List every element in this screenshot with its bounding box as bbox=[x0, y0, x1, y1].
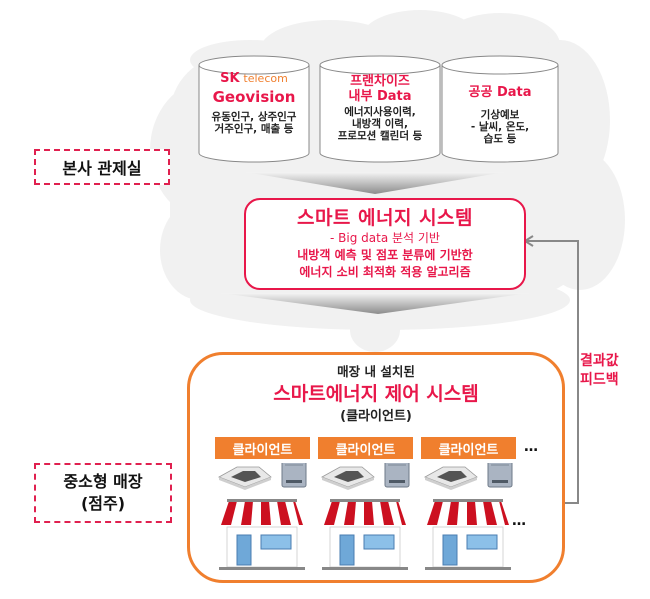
cylinder-franchise-data bbox=[319, 55, 441, 163]
small-store-owner-label: 중소형 매장 (점주) bbox=[34, 463, 172, 523]
control-unit-icon-2 bbox=[384, 463, 410, 488]
data-source-public: 공공 Data 기상예보 - 날씨, 온도, 습도 등 bbox=[442, 85, 558, 146]
client-tag-2: 클라이언트 bbox=[318, 437, 413, 459]
geovision-line-2: 거주인구, 매출 등 bbox=[214, 123, 294, 136]
client-tag-2-label: 클라이언트 bbox=[335, 442, 396, 458]
client-tag-1: 클라이언트 bbox=[215, 437, 310, 459]
client-tag-1-label: 클라이언트 bbox=[232, 442, 293, 458]
smart-energy-system-box: 스마트 에너지 시스템 - Big data 분석 기반 내방객 예측 및 점포… bbox=[244, 198, 526, 290]
geovision-line-1: 유동인구, 상주인구 bbox=[211, 111, 297, 124]
feedback-arrow-line bbox=[526, 240, 579, 504]
cylinder-sk-geovision bbox=[198, 55, 310, 163]
feedback-line-2: 피드백 bbox=[580, 372, 619, 388]
public-data-line-1: 기상예보 bbox=[480, 108, 520, 121]
store-icon-3 bbox=[424, 498, 512, 571]
store-control-system-box: 매장 내 설치된 스마트에너지 제어 시스템 (클라이언트) 클라이언트 클라이… bbox=[187, 352, 565, 583]
franchise-line-3: 프로모션 캘린더 등 bbox=[337, 130, 423, 142]
control-unit-icon-1 bbox=[281, 463, 307, 488]
geovision-title: Geovision bbox=[212, 88, 296, 106]
store-icon-1 bbox=[218, 498, 306, 571]
down-arrow-to-system bbox=[245, 172, 505, 194]
ac-icon-1 bbox=[218, 466, 272, 491]
system-desc-line-2: 내방객 예측 및 점포 분류에 기반한 bbox=[297, 248, 473, 262]
data-source-sk-geovision: SK telecom Geovision 유동인구, 상주인구 거주인구, 매출… bbox=[199, 71, 309, 136]
store-system-caption: (클라이언트) bbox=[340, 409, 412, 424]
public-data-title: 공공 Data bbox=[468, 85, 532, 100]
franchise-line-2: 내방객 이력, bbox=[352, 117, 408, 130]
data-source-franchise: 프랜차이즈 내부 Data 에너지사용이력, 내방객 이력, 프로모션 캘린더 … bbox=[320, 74, 440, 142]
system-desc-line-1: - Big data 분석 기반 bbox=[330, 231, 440, 245]
sk-logo-text: SK bbox=[220, 71, 240, 86]
feedback-line-1: 결과값 bbox=[580, 353, 619, 369]
ac-icon-3 bbox=[424, 466, 478, 491]
store-label-line-2: (점주) bbox=[80, 494, 126, 513]
system-desc-line-3: 에너지 소비 최적화 적용 알고리즘 bbox=[299, 265, 471, 279]
client-tag-3: 클라이언트 bbox=[421, 437, 516, 459]
telecom-logo-text: telecom bbox=[243, 72, 288, 85]
cylinder-public-data bbox=[441, 55, 559, 163]
franchise-title-1: 프랜차이즈 bbox=[350, 74, 410, 89]
more-clients-ellipsis: … bbox=[524, 439, 539, 455]
smart-energy-system-title: 스마트 에너지 시스템 bbox=[296, 207, 474, 229]
store-label-line-1: 중소형 매장 bbox=[63, 472, 143, 491]
sk-telecom-logo: SK telecom bbox=[199, 71, 309, 88]
control-unit-icon-3 bbox=[487, 463, 513, 488]
client-tag-3-label: 클라이언트 bbox=[438, 442, 499, 458]
down-arrow-to-stores bbox=[220, 293, 530, 314]
ac-icon-2 bbox=[321, 466, 375, 491]
hq-label-text: 본사 관제실 bbox=[62, 159, 142, 178]
more-stores-ellipsis: … bbox=[512, 513, 527, 529]
franchise-line-1: 에너지사용이력, bbox=[344, 105, 416, 118]
hq-control-room-label: 본사 관제실 bbox=[34, 149, 170, 185]
public-data-line-2: - 날씨, 온도, bbox=[470, 121, 530, 133]
public-data-line-3: 습도 등 bbox=[483, 133, 517, 146]
store-system-subtitle: 매장 내 설치된 bbox=[337, 364, 415, 379]
feedback-label: 결과값 피드백 bbox=[580, 352, 619, 390]
store-system-title: 스마트에너지 제어 시스템 bbox=[273, 383, 479, 405]
store-icon-2 bbox=[321, 498, 409, 571]
franchise-title-2: 내부 Data bbox=[348, 88, 412, 104]
client-devices-and-stores bbox=[218, 463, 513, 571]
